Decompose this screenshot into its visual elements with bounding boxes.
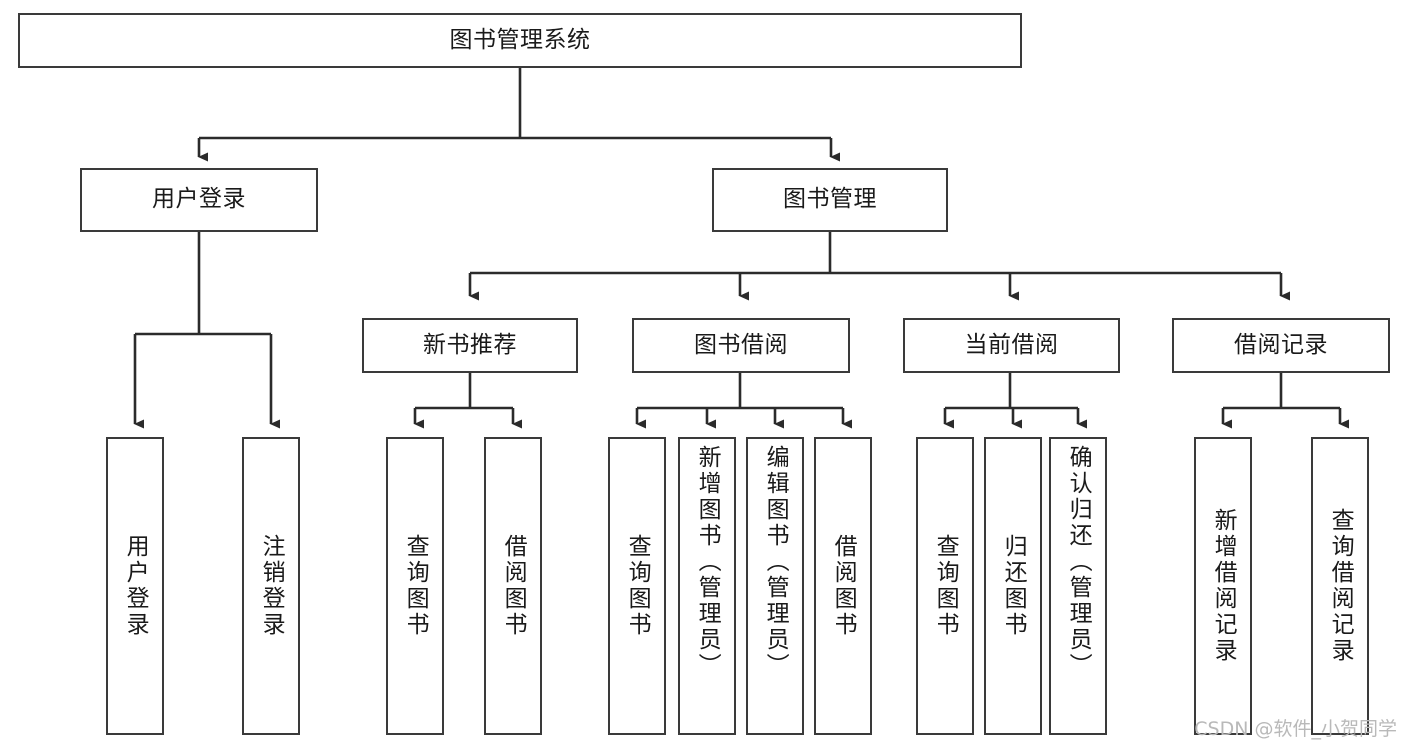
- leaf-edit-book-label: 编辑图书（管理员）: [762, 445, 789, 679]
- leaf-query-borrow-record[interactable]: 查询借阅记录: [1311, 437, 1369, 735]
- leaf-borrow-book-recommend-label: 借阅图书: [500, 534, 527, 638]
- node-current-borrow[interactable]: 当前借阅: [903, 318, 1120, 373]
- leaf-query-book-recommend[interactable]: 查询图书: [386, 437, 444, 735]
- node-borrow-record-label: 借阅记录: [1234, 331, 1328, 358]
- node-user-login-label: 用户登录: [152, 186, 246, 213]
- leaf-query-book-recommend-label: 查询图书: [402, 534, 429, 638]
- leaf-return-book[interactable]: 归还图书: [984, 437, 1042, 735]
- leaf-edit-book[interactable]: 编辑图书（管理员）: [746, 437, 804, 735]
- leaf-logout[interactable]: 注销登录: [242, 437, 300, 735]
- leaf-query-borrow-record-label: 查询借阅记录: [1327, 508, 1354, 664]
- leaf-user-login-label: 用户登录: [122, 534, 149, 638]
- leaf-add-borrow-record-label: 新增借阅记录: [1210, 508, 1237, 664]
- node-book-manage[interactable]: 图书管理: [712, 168, 948, 232]
- node-new-book-recommend-label: 新书推荐: [423, 331, 517, 358]
- node-book-borrow-label: 图书借阅: [694, 331, 788, 358]
- node-book-borrow[interactable]: 图书借阅: [632, 318, 850, 373]
- leaf-borrow-book-recommend[interactable]: 借阅图书: [484, 437, 542, 735]
- leaf-add-book[interactable]: 新增图书（管理员）: [678, 437, 736, 735]
- node-user-login[interactable]: 用户登录: [80, 168, 318, 232]
- leaf-confirm-return[interactable]: 确认归还（管理员）: [1049, 437, 1107, 735]
- node-borrow-record[interactable]: 借阅记录: [1172, 318, 1390, 373]
- leaf-query-book-borrow[interactable]: 查询图书: [608, 437, 666, 735]
- node-current-borrow-label: 当前借阅: [964, 331, 1059, 358]
- leaf-query-book-borrow-label: 查询图书: [624, 534, 651, 638]
- node-root-label: 图书管理系统: [449, 26, 591, 53]
- leaf-add-book-label: 新增图书（管理员）: [694, 445, 721, 679]
- node-new-book-recommend[interactable]: 新书推荐: [362, 318, 578, 373]
- node-root[interactable]: 图书管理系统: [18, 13, 1022, 68]
- leaf-logout-label: 注销登录: [258, 534, 285, 638]
- leaf-query-book-current-label: 查询图书: [932, 534, 959, 638]
- leaf-borrow-book-borrow-label: 借阅图书: [830, 534, 857, 638]
- watermark: CSDN @软件_小贺同学: [1194, 718, 1397, 740]
- leaf-add-borrow-record[interactable]: 新增借阅记录: [1194, 437, 1252, 735]
- node-book-manage-label: 图书管理: [783, 186, 877, 213]
- leaf-query-book-current[interactable]: 查询图书: [916, 437, 974, 735]
- leaf-borrow-book-borrow[interactable]: 借阅图书: [814, 437, 872, 735]
- leaf-return-book-label: 归还图书: [1000, 534, 1027, 638]
- leaf-confirm-return-label: 确认归还（管理员）: [1065, 445, 1092, 679]
- leaf-user-login[interactable]: 用户登录: [106, 437, 164, 735]
